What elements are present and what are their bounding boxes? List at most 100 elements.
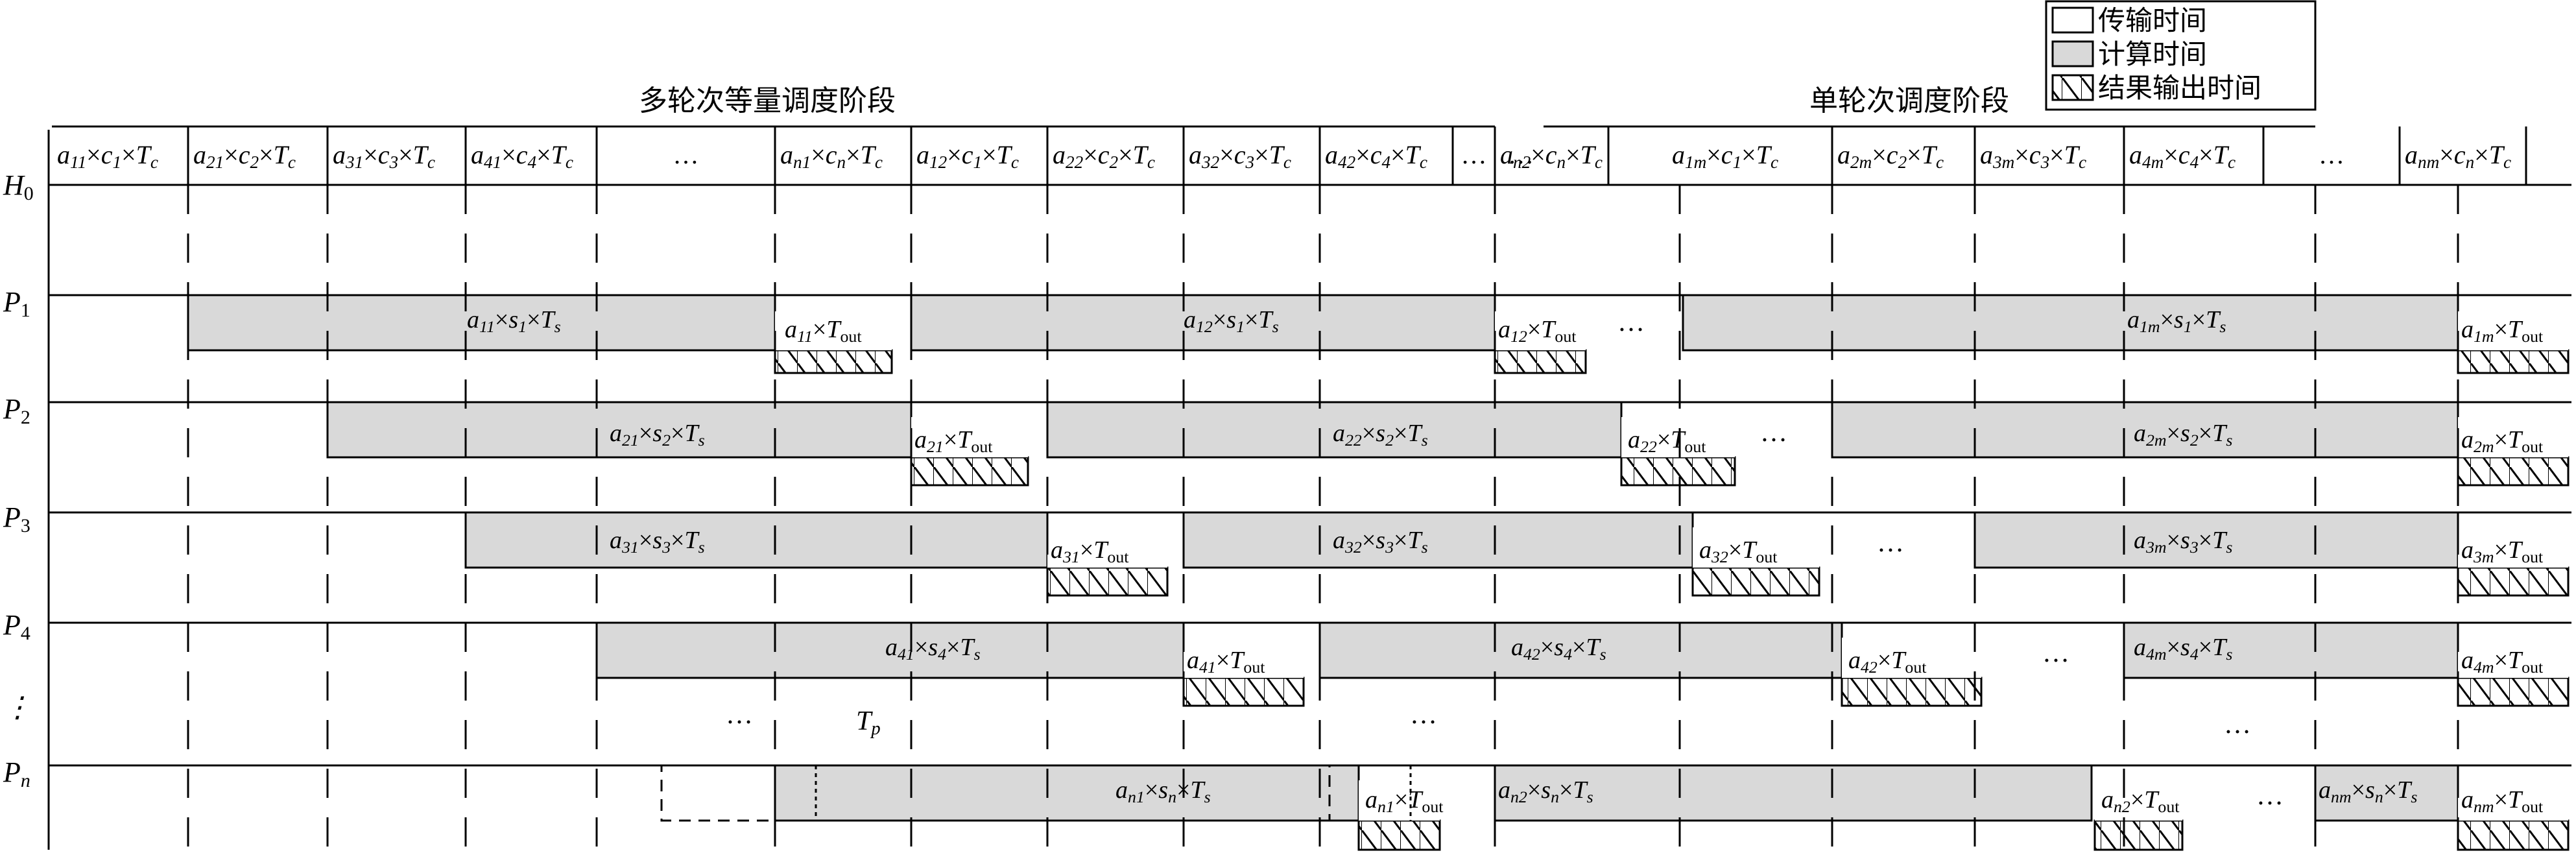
compute-label-a32: a32×s3×Ts	[1333, 527, 1428, 557]
row-label-7: Pn	[3, 756, 30, 791]
compute-label-anm: anm×sn×Ts	[2319, 776, 2417, 806]
output-box-a41	[1182, 677, 1305, 707]
compute-bar-a3m	[1974, 511, 2459, 569]
row-label-2: P1	[3, 286, 30, 321]
row-label-4: P3	[3, 501, 30, 536]
output-box-a32	[1691, 566, 1820, 597]
row-label-6: ⋮	[3, 691, 32, 723]
compute-label-an1: an1×sn×Ts	[1115, 776, 1211, 806]
compute-bar-a1m	[1682, 294, 2459, 352]
output-label-box-a12	[1495, 310, 1586, 350]
output-label-a1m: a1m×Tout	[2461, 316, 2544, 346]
output-label-box-a31	[1047, 527, 1167, 568]
output-label-an2: an2×Tout	[2101, 786, 2180, 816]
legend-label-gray: 计算时间	[2098, 38, 2207, 70]
output-label-box-a21	[911, 417, 1028, 457]
output-label-box-an1	[1359, 780, 1440, 821]
tx-gap-ellipsis: …	[1508, 140, 1534, 169]
compute-bar-an2	[1494, 764, 2093, 822]
row-ellipsis-4: …	[726, 700, 753, 730]
output-label-box-a4m	[2458, 638, 2568, 678]
output-label-box-a42	[1842, 638, 1981, 678]
tx-ellipsis-10: …	[1461, 140, 1487, 169]
output-box-a1m	[2457, 349, 2570, 374]
output-label-box-a22	[1621, 417, 1735, 457]
tx-label-an1: an1×cn×Tc	[780, 140, 883, 172]
row-ellipsis-7: …	[2256, 781, 2284, 811]
tx-label-a42: a42×c4×Tc	[1325, 140, 1427, 172]
output-label-box-an2	[2095, 780, 2182, 821]
compute-bar-anm	[2314, 764, 2459, 822]
legend-swatch-hatch	[2051, 74, 2094, 101]
compute-label-a31: a31×s3×Ts	[610, 527, 705, 557]
compute-label-a21: a21×s2×Ts	[610, 420, 705, 450]
output-label-an1: an1×Tout	[1365, 786, 1444, 816]
output-label-a11: a11×Tout	[785, 316, 862, 346]
output-box-an2	[2093, 819, 2184, 851]
legend-label-white: 传输时间	[2098, 5, 2207, 36]
legend-swatch-gray	[2051, 40, 2094, 67]
compute-label-a3m: a3m×s3×Ts	[2134, 527, 2232, 557]
tx-label-a1m: a1m×c1×Tc	[1672, 140, 1778, 172]
pn-first-round-dashed	[774, 764, 1331, 822]
compute-bar-a22	[1046, 401, 1623, 459]
compute-bar-a31	[464, 511, 1049, 569]
tx-label-a41: a41×c4×Tc	[471, 140, 573, 172]
output-box-a22	[1620, 456, 1736, 487]
compute-label-a42: a42×s4×Ts	[1511, 634, 1606, 664]
tx-label-a31: a31×c3×Tc	[333, 140, 435, 172]
output-label-a3m: a3m×Tout	[2461, 536, 2544, 566]
output-label-a2m: a2m×Tout	[2461, 426, 2544, 456]
output-label-box-a11	[775, 310, 892, 350]
output-label-anm: anm×Tout	[2461, 786, 2544, 816]
output-box-a4m	[2457, 677, 2570, 707]
output-label-box-anm	[2458, 780, 2568, 821]
tx-label-anm: anm×cn×Tc	[2405, 140, 2511, 172]
output-box-a21	[910, 456, 1029, 487]
tx-label-a3m: a3m×c3×Tc	[1980, 140, 2086, 172]
phase-label-multi-round: 多轮次等量调度阶段	[639, 84, 896, 117]
tx-label-a11: a11×c1×Tc	[57, 140, 158, 172]
tx-label-a4m: a4m×c4×Tc	[2129, 140, 2236, 172]
row-label-5: P4	[3, 609, 30, 644]
output-label-a12: a12×Tout	[1498, 316, 1577, 346]
legend-swatch-white	[2051, 6, 2094, 34]
row-ellipsis-1: …	[1760, 418, 1787, 448]
compute-label-a12: a12×s1×Ts	[1184, 306, 1279, 336]
output-box-a31	[1046, 566, 1169, 597]
output-label-a32: a32×Tout	[1699, 536, 1778, 566]
output-label-a22: a22×Tout	[1628, 426, 1706, 456]
output-box-a2m	[2457, 456, 2570, 487]
tx-label-an2: an2×cn×Tc	[1500, 140, 1603, 172]
row-ellipsis-3: …	[2042, 638, 2069, 668]
compute-label-a41: a41×s4×Ts	[885, 634, 981, 664]
output-box-a12	[1494, 349, 1587, 374]
legend-label-hatch: 结果输出时间	[2098, 72, 2261, 104]
output-label-a31: a31×Tout	[1051, 536, 1129, 566]
pn-wait-box	[660, 764, 776, 822]
compute-label-a4m: a4m×s4×Ts	[2134, 634, 2232, 664]
output-label-box-a2m	[2458, 417, 2568, 457]
compute-bar-a4m	[2123, 621, 2459, 679]
compute-bar-a32	[1182, 511, 1694, 569]
tx-label-a32: a32×c3×Tc	[1189, 140, 1291, 172]
output-label-box-a3m	[2458, 527, 2568, 568]
compute-label-an2: an2×sn×Ts	[1498, 776, 1593, 806]
output-box-an1	[1357, 819, 1441, 851]
tx-label-a21: a21×c2×Tc	[193, 140, 296, 172]
tx-ellipsis-4: …	[673, 140, 699, 169]
tx-label-a2m: a2m×c2×Tc	[1837, 140, 1944, 172]
output-box-anm	[2457, 819, 2570, 851]
compute-label-a1m: a1m×s1×Ts	[2127, 306, 2226, 336]
output-box-a11	[774, 349, 893, 374]
row-ellipsis-2: …	[1877, 528, 1904, 558]
row-label-1: H0	[3, 169, 34, 204]
tp-label: Tp	[856, 706, 881, 739]
output-label-a41: a41×Tout	[1187, 647, 1265, 677]
output-label-box-a1m	[2458, 310, 2568, 350]
row-ellipsis-6: …	[2224, 710, 2251, 739]
output-label-box-a41	[1184, 638, 1304, 678]
compute-label-a11: a11×s1×Ts	[467, 306, 561, 336]
tx-ellipsis-17: …	[2319, 140, 2344, 169]
